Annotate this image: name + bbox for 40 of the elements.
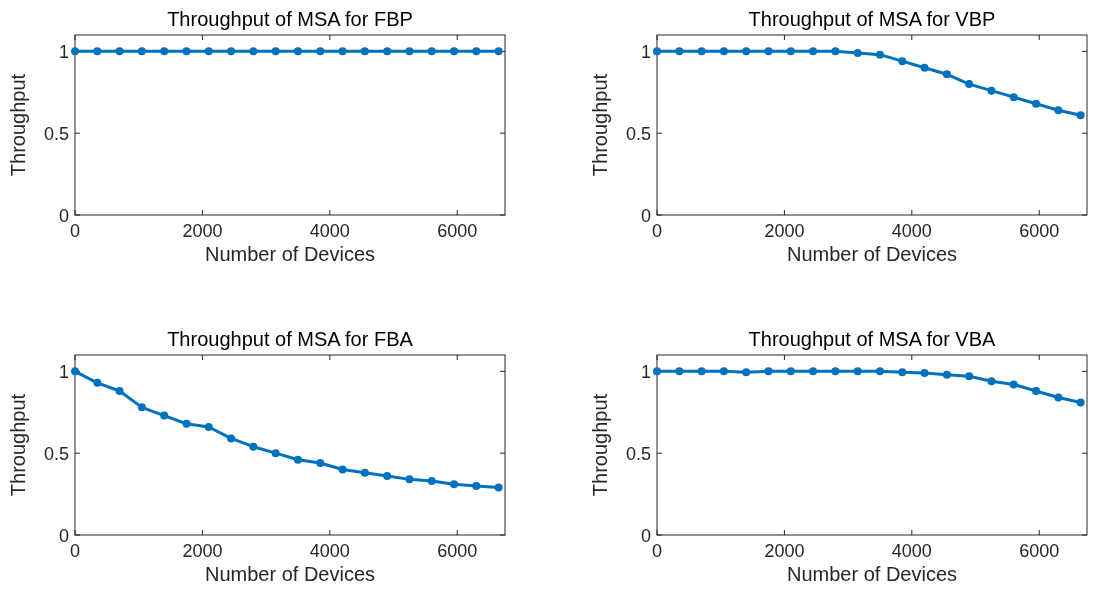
tick-label: 6000: [1019, 541, 1060, 561]
tick-label: 1: [59, 42, 69, 63]
tick-label: 4000: [891, 541, 932, 561]
tick-label: 6000: [437, 541, 478, 561]
tick-label: 1: [59, 362, 69, 383]
tick-label: 0.5: [43, 444, 69, 465]
y-axis-label: Throughput: [589, 73, 611, 177]
tick-label: 0: [641, 206, 651, 226]
tick-label: 1: [641, 42, 651, 63]
tick-label: 0: [652, 541, 662, 561]
tick-label: 4000: [309, 541, 350, 561]
tick-label: 2000: [764, 221, 805, 241]
tick-label: 2000: [764, 541, 805, 561]
y-axis-label: Throughput: [7, 73, 29, 177]
x-axis-label: Number of Devices: [786, 243, 958, 265]
tick-label: 4000: [309, 221, 350, 241]
y-axis-label: Throughput: [7, 393, 29, 497]
tick-label: 0.5: [43, 124, 69, 145]
tick-label: 2000: [182, 541, 223, 561]
tick-label: 0: [70, 221, 80, 241]
chart-title: Throughput of MSA for VBA: [748, 328, 996, 350]
x-axis-label: Number of Devices: [786, 563, 958, 585]
x-axis-label: Number of Devices: [204, 563, 376, 585]
tick-label: 0: [652, 221, 662, 241]
tick-label: 6000: [437, 221, 478, 241]
tick-label: 4000: [891, 221, 932, 241]
tick-label: 2000: [182, 221, 223, 241]
tick-label: 1: [641, 362, 651, 383]
tick-label: 0: [641, 526, 651, 546]
tick-label: 0: [70, 541, 80, 561]
tick-label: 0.5: [625, 444, 651, 465]
y-axis-label: Throughput: [589, 393, 611, 497]
tick-label: 0: [59, 526, 69, 546]
x-axis-label: Number of Devices: [204, 243, 376, 265]
tick-label: 6000: [1019, 221, 1060, 241]
chart-title: Throughput of MSA for FBA: [167, 328, 413, 350]
tick-label: 0: [59, 206, 69, 226]
chart-title: Throughput of MSA for VBP: [748, 8, 996, 30]
chart-title: Throughput of MSA for FBP: [167, 8, 413, 30]
tick-label: 0.5: [625, 124, 651, 145]
